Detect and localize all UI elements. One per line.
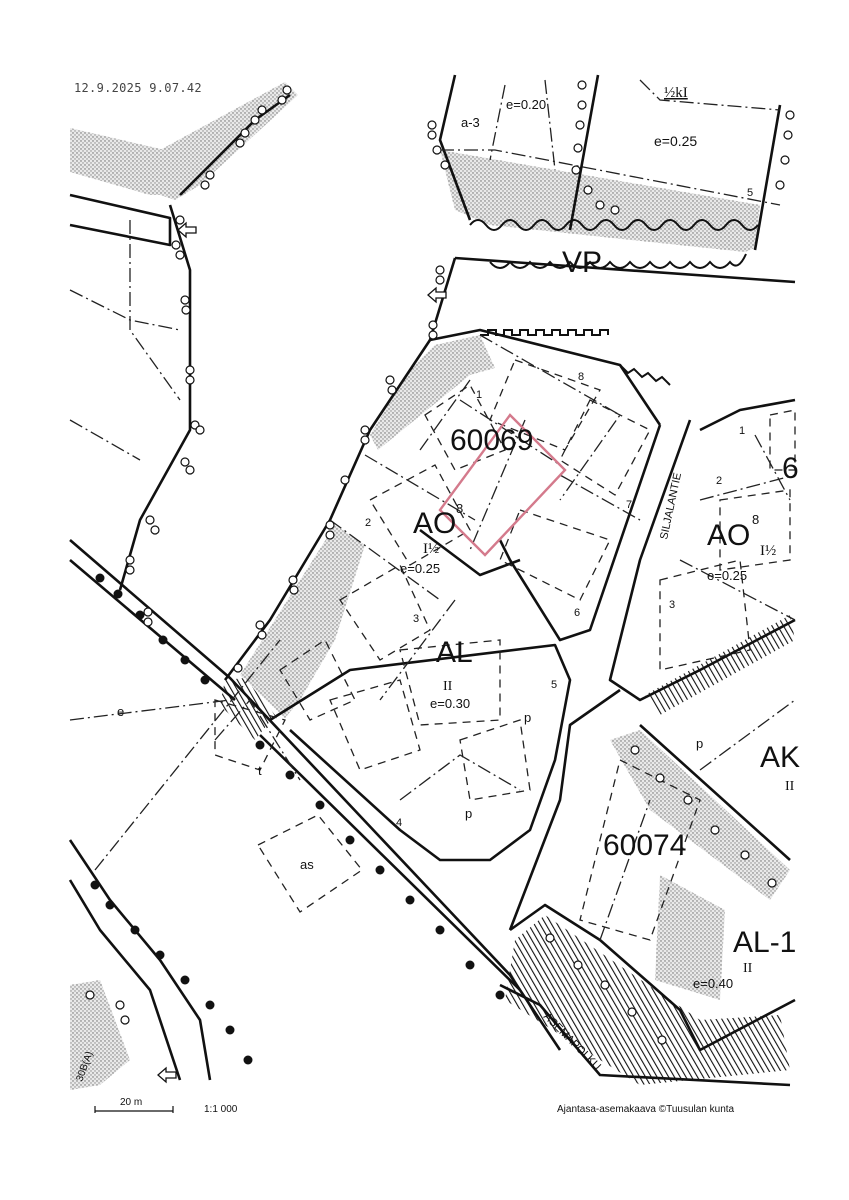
map-attribution: Ajantasa-asemakaava ©Tuusulan kunta bbox=[557, 1104, 735, 1115]
efficiency-ao-right: e=0.25 bbox=[707, 568, 747, 583]
zone-al-1: AL-1 bbox=[733, 926, 796, 959]
plot-number: 5 bbox=[747, 187, 753, 199]
block-number-partial: 6 bbox=[782, 452, 799, 485]
efficiency-al-1: e=0.40 bbox=[693, 976, 733, 991]
area-code-p: p bbox=[696, 736, 703, 751]
zone-ao-left: AO bbox=[413, 507, 456, 540]
floors-al: II bbox=[443, 679, 453, 694]
area-code-p: p bbox=[524, 710, 531, 725]
efficiency-al: e=0.30 bbox=[430, 696, 470, 711]
zone-ak-partial: AK bbox=[760, 741, 800, 774]
efficiency-half-kl: e=0.25 bbox=[654, 133, 697, 149]
street-trees bbox=[90, 573, 505, 1065]
zone-a3: a-3 bbox=[461, 115, 480, 130]
plot-number: 8 bbox=[578, 371, 584, 383]
plot-number: 5 bbox=[551, 679, 557, 691]
floors-al-1: II bbox=[743, 961, 753, 976]
floors-ao-left: I½ bbox=[423, 541, 439, 557]
area-code-t: t bbox=[258, 763, 262, 778]
plot-number: 3 bbox=[669, 599, 675, 611]
area-code-p: p bbox=[465, 806, 472, 821]
plot-number: 6 bbox=[574, 607, 580, 619]
plot-number: 2 bbox=[365, 517, 371, 529]
vp-vegetation-edge bbox=[469, 219, 759, 386]
access-arrows bbox=[157, 221, 447, 1084]
efficiency-ao-left: e=0.25 bbox=[400, 561, 440, 576]
print-timestamp: 12.9.2025 9.07.42 bbox=[74, 81, 202, 95]
scale-bar-label: 20 m bbox=[120, 1097, 143, 1108]
efficiency-a3: e=0.20 bbox=[506, 97, 546, 112]
area-code-as: as bbox=[300, 857, 314, 872]
plot-number: 1 bbox=[476, 389, 482, 401]
plot-number: 4 bbox=[396, 817, 402, 829]
zone-half-kl: ½kI bbox=[664, 85, 688, 101]
zone-ao-right: AO bbox=[707, 519, 750, 552]
zone-al: AL bbox=[436, 636, 473, 669]
plot-number: 3 bbox=[413, 613, 419, 625]
block-number-60069: 60069 bbox=[450, 424, 533, 457]
zone-ao-left-superscript: 8 bbox=[456, 501, 463, 516]
zone-vp: VP bbox=[562, 246, 602, 279]
scale-bar-graphic bbox=[94, 1106, 174, 1113]
floors-ao-right: I½ bbox=[760, 543, 776, 559]
zone-ao-right-superscript: 8 bbox=[752, 512, 759, 527]
area-codes: e t as p p p bbox=[117, 704, 703, 872]
street-name-siljalantie: SILJALANTIE bbox=[658, 472, 684, 541]
tree-markers bbox=[85, 80, 795, 1045]
floors-ak-partial: II bbox=[785, 779, 795, 794]
plot-number: 1 bbox=[739, 425, 745, 437]
plot-number: 7 bbox=[626, 499, 632, 511]
building-areas bbox=[214, 359, 796, 941]
area-code-e: e bbox=[117, 704, 124, 719]
plot-lines bbox=[69, 79, 796, 941]
plot-number: 2 bbox=[716, 475, 722, 487]
highlighted-parcel[interactable] bbox=[438, 413, 567, 557]
scale-ratio: 1:1 000 bbox=[204, 1104, 238, 1115]
plot-numbers: 1 2 3 4 5 6 7 8 1 2 3 5 bbox=[365, 187, 753, 829]
block-number-60074: 60074 bbox=[603, 829, 686, 862]
